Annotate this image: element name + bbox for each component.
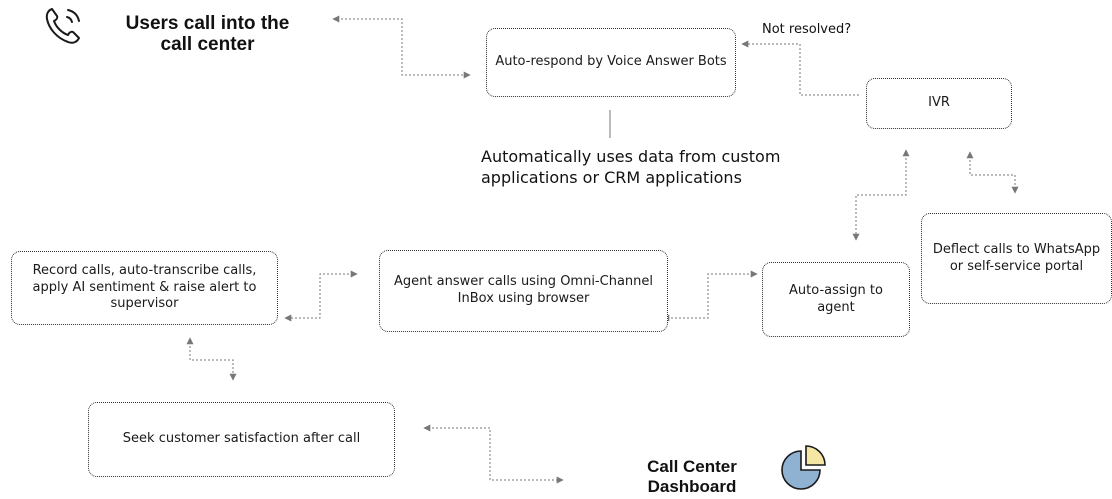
node-record-calls: Record calls, auto-transcribe calls, app… [11, 251, 278, 325]
dashboard-label: Call Center Dashboard [647, 457, 737, 496]
connector-ivr-to-assign [852, 149, 910, 241]
node-deflect-calls: Deflect calls to WhatsApp or self-servic… [921, 213, 1112, 304]
connector-ivr-to-deflect [966, 151, 1019, 194]
connector-assign-to-inbox [662, 270, 758, 322]
not-resolved-label: Not resolved? [762, 22, 852, 37]
connector-inbox-to-record [284, 270, 358, 322]
connector-record-to-satisfaction [186, 337, 237, 381]
phone-icon [45, 8, 80, 44]
crm-note: Automatically uses data from custom appl… [481, 147, 781, 187]
node-ivr: IVR [866, 78, 1012, 129]
node-customer-satisfaction: Seek customer satisfaction after call [88, 402, 395, 477]
header-title: Users call into the call center [125, 13, 290, 55]
node-voice-answer-bots: Auto-respond by Voice Answer Bots [486, 28, 736, 97]
connector-satisfaction-to-dashboard [423, 424, 564, 484]
node-auto-assign: Auto-assign to agent [762, 262, 910, 337]
pie-chart-icon [781, 445, 826, 490]
connector-users-to-bots [332, 15, 471, 79]
node-agent-inbox: Agent answer calls using Omni-Channel In… [379, 250, 668, 332]
connector-ivr-to-bots [741, 40, 859, 96]
